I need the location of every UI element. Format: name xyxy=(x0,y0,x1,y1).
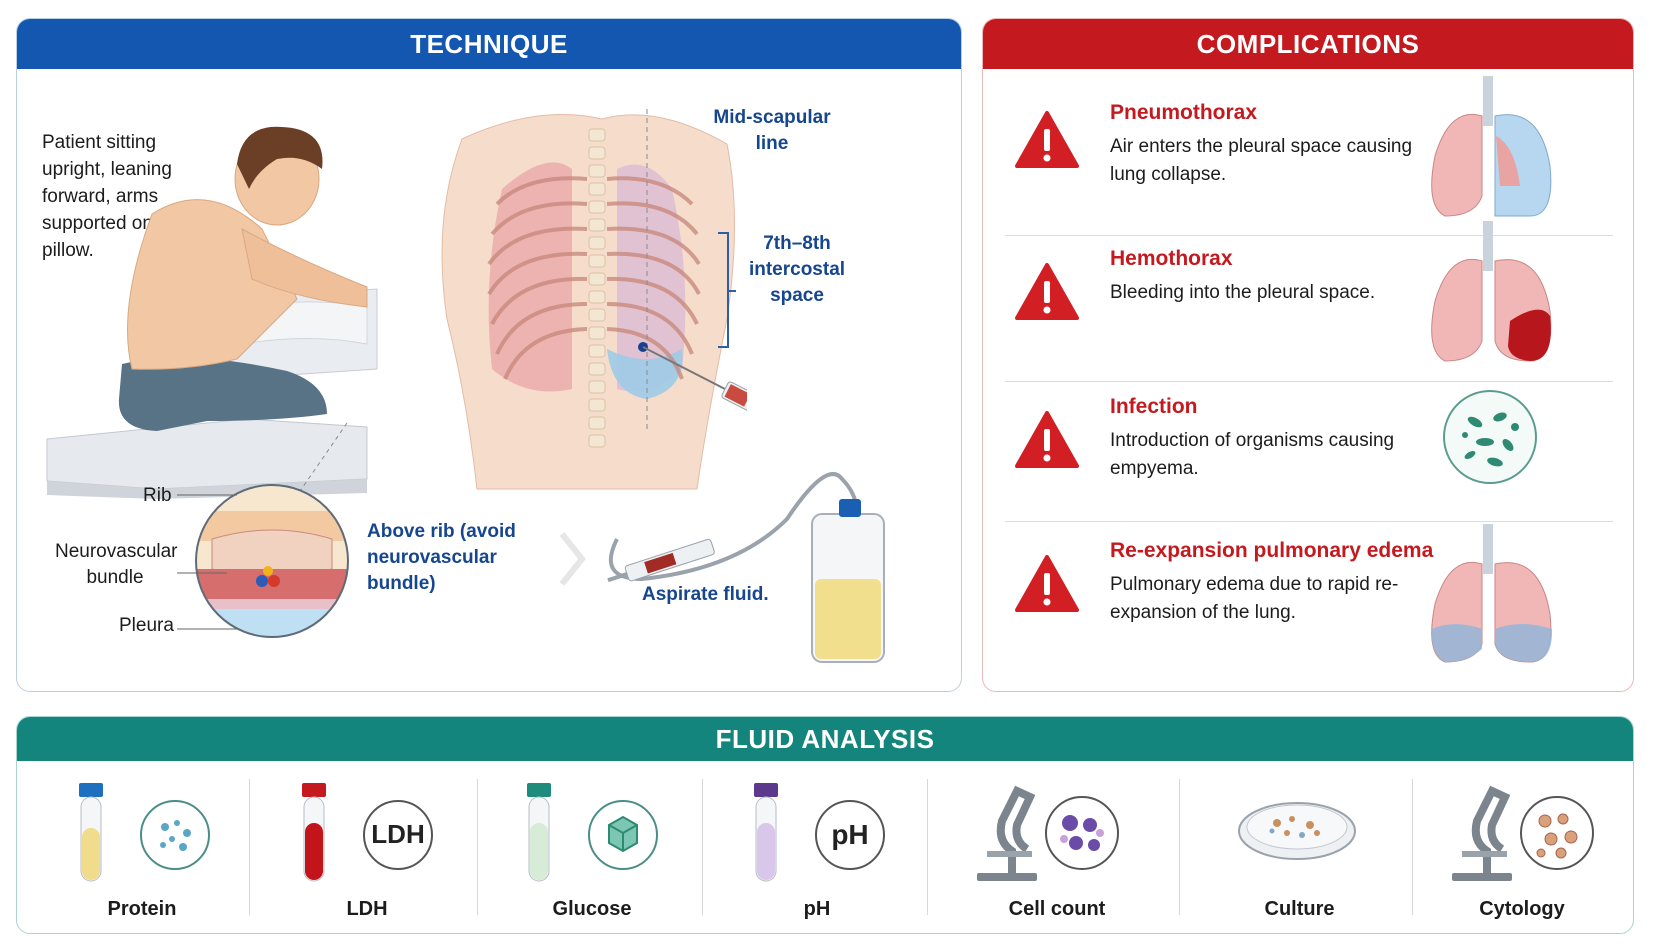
protein-tube-icon xyxy=(79,783,210,882)
fluid-item-label: Culture xyxy=(1264,898,1335,920)
drainage-setup-illustration xyxy=(607,472,885,663)
above-rib-label: Above rib (avoid neurovascular bundle) xyxy=(367,521,516,594)
warning-icon xyxy=(1015,555,1079,612)
complication-divider xyxy=(1005,381,1613,382)
ldh-tube-icon xyxy=(302,783,433,882)
complication-description: Air enters the pleural space causing lun… xyxy=(1110,136,1413,185)
fluid-divider xyxy=(477,779,478,915)
fluid-item-culture: Culture xyxy=(1187,761,1412,933)
fluid-divider xyxy=(927,779,928,915)
fluid-item-ph: pH pH xyxy=(712,761,922,933)
fluid-analysis-panel: FLUID ANALYSIS Protein LDH LDH xyxy=(16,716,1634,934)
complication-hemothorax: Hemothorax Bleeding into the pleural spa… xyxy=(1005,221,1613,367)
fluid-item-cell-count: Cell count xyxy=(942,761,1172,933)
bacteria-icon xyxy=(1443,390,1537,484)
petri-dish-icon xyxy=(1238,802,1356,860)
complication-divider xyxy=(1005,521,1613,522)
aspirate-label: Aspirate fluid. xyxy=(642,584,769,605)
rib-cross-section-diagram xyxy=(195,484,349,638)
complication-infection: Infection Introduction of organisms caus… xyxy=(1005,390,1613,505)
back-anatomy-illustration xyxy=(441,109,747,490)
warning-icon xyxy=(1015,263,1079,320)
complication-title: Infection xyxy=(1110,395,1198,418)
pleura-label: Pleura xyxy=(119,615,174,636)
fluid-analysis-header: FLUID ANALYSIS xyxy=(17,717,1633,761)
ph-tube-icon xyxy=(754,783,885,882)
fluid-item-cytology: Cytology xyxy=(1422,761,1622,933)
fluid-item-label: Protein xyxy=(107,898,177,920)
edema-lung-icon xyxy=(1431,524,1553,663)
complication-reexpansion-edema: Re-expansion pulmonary edema Pulmonary e… xyxy=(1005,524,1613,669)
seated-patient-illustration xyxy=(46,126,378,499)
fluid-item-label: Cell count xyxy=(1008,898,1106,920)
complication-description: Pulmonary edema due to rapid re-expansio… xyxy=(1110,574,1399,623)
complication-divider xyxy=(1005,235,1613,236)
chevron-right-icon xyxy=(559,532,586,586)
fluid-divider xyxy=(1179,779,1180,915)
fluid-item-label: LDH xyxy=(346,898,388,920)
neurovascular-label: Neurovascular bundle xyxy=(55,541,178,588)
warning-icon xyxy=(1015,111,1079,168)
patient-position-text: Patient sitting upright, leaning forward… xyxy=(42,132,172,261)
cross-section-leader-lines xyxy=(177,494,237,630)
technique-header: TECHNIQUE xyxy=(17,19,961,69)
fluid-item-protein: Protein xyxy=(47,761,237,933)
collapsed-lung-icon xyxy=(1431,76,1552,217)
glucose-tube-icon xyxy=(527,783,658,882)
fluid-item-glucose: Glucose xyxy=(487,761,697,933)
microscope-cells-icon xyxy=(977,785,1119,881)
microscope-cytology-icon xyxy=(1452,785,1594,881)
intercostal-label: 7th–8th intercostal space xyxy=(748,233,846,306)
complication-title: Hemothorax xyxy=(1110,247,1233,270)
technique-panel: TECHNIQUE Patient sitting upright, leani… xyxy=(16,18,962,692)
rib-label: Rib xyxy=(143,485,172,506)
fluid-item-label: Glucose xyxy=(552,898,632,920)
mid-scapular-label: Mid-scapular line xyxy=(713,107,831,154)
fluid-divider xyxy=(249,779,250,915)
complication-description: Introduction of organisms causing empyem… xyxy=(1110,430,1395,479)
fluid-item-ldh: LDH LDH xyxy=(262,761,472,933)
bleeding-lung-icon xyxy=(1431,221,1552,362)
ldh-badge: LDH xyxy=(371,819,425,849)
complication-title: Re-expansion pulmonary edema xyxy=(1110,539,1434,562)
fluid-divider xyxy=(702,779,703,915)
complications-header: COMPLICATIONS xyxy=(983,19,1633,69)
complication-description: Bleeding into the pleural space. xyxy=(1110,282,1376,303)
complication-title: Pneumothorax xyxy=(1110,101,1258,124)
fluid-divider xyxy=(1412,779,1413,915)
fluid-item-label: Cytology xyxy=(1479,898,1565,920)
complication-pneumothorax: Pneumothorax Air enters the pleural spac… xyxy=(1005,76,1613,221)
complications-panel: COMPLICATIONS Pneumothorax Air enters th… xyxy=(982,18,1634,692)
ph-badge: pH xyxy=(831,819,869,850)
fluid-item-label: pH xyxy=(803,898,831,920)
intercostal-bracket xyxy=(718,232,736,348)
warning-icon xyxy=(1015,411,1079,468)
